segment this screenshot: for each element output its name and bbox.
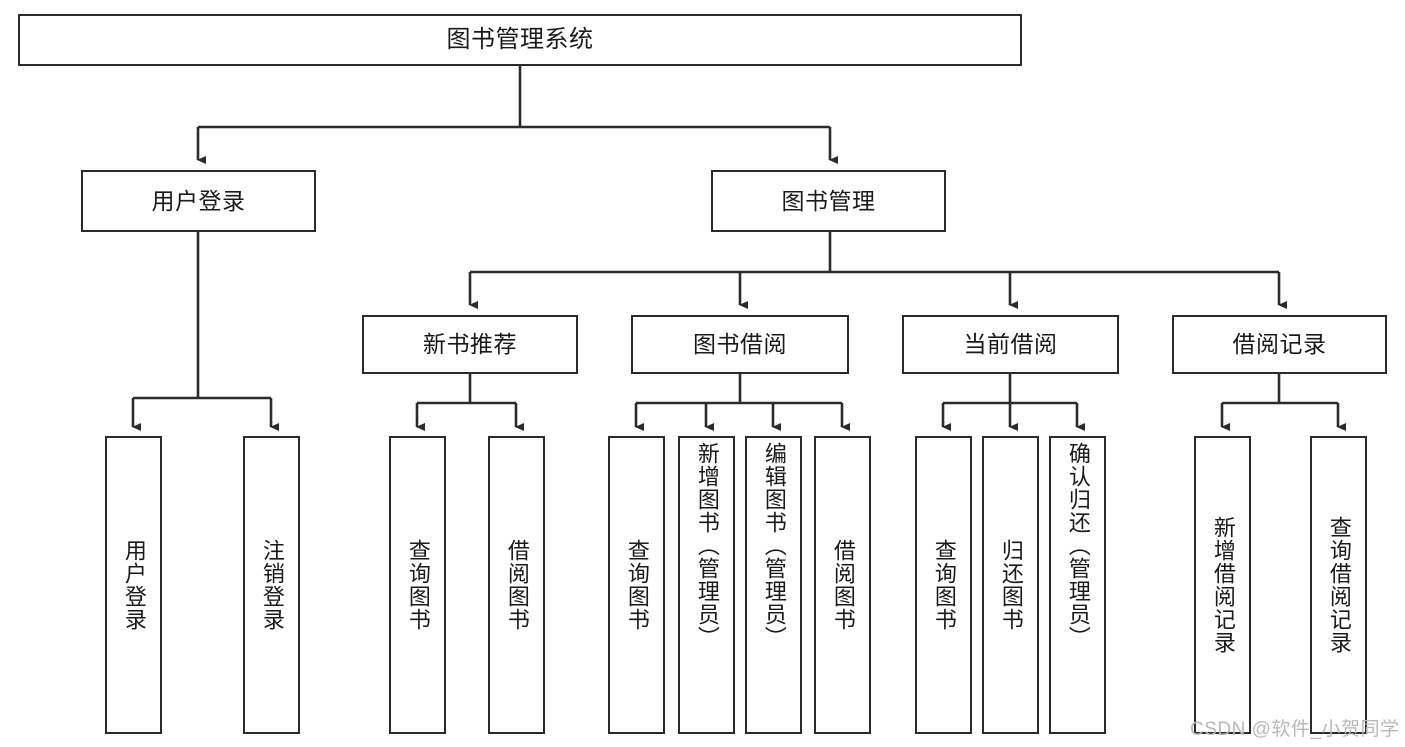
node-label: 借阅图书 [830,539,856,631]
node-label: 新增图书（管理员） [694,442,720,649]
node-book-borrow[interactable]: 图书借阅 [631,315,849,374]
node-label: 图书管理系统 [446,26,594,54]
node-new-book-recommend[interactable]: 新书推荐 [362,315,578,374]
node-label: 图书借阅 [693,331,787,358]
node-borrow-record[interactable]: 借阅记录 [1172,315,1387,374]
leaf-add-borrow-record[interactable]: 新增借阅记录 [1194,436,1251,734]
leaf-add-book-admin[interactable]: 新增图书（管理员） [678,436,735,734]
leaf-query-borrow-record[interactable]: 查询借阅记录 [1310,436,1367,734]
leaf-user-login[interactable]: 用户登录 [105,436,162,734]
node-label: 借阅图书 [504,539,530,631]
node-label: 当前借阅 [963,331,1058,358]
node-current-borrow[interactable]: 当前借阅 [902,315,1119,374]
node-label: 注销登录 [259,539,285,631]
node-label: 查询图书 [405,539,431,631]
node-label: 编辑图书（管理员） [761,442,787,649]
leaf-borrow-book[interactable]: 借阅图书 [814,436,871,734]
node-label: 借阅记录 [1232,331,1327,358]
node-label: 确认归还（管理员） [1065,442,1091,649]
node-label: 图书管理 [781,187,876,214]
node-label: 新书推荐 [423,331,517,358]
leaf-borrow-book-recommend[interactable]: 借阅图书 [488,436,545,734]
leaf-query-book-current[interactable]: 查询图书 [915,436,972,734]
node-label: 归还图书 [998,539,1024,631]
leaf-logout[interactable]: 注销登录 [243,436,300,734]
leaf-query-book-recommend[interactable]: 查询图书 [389,436,446,734]
node-label: 用户登录 [121,539,147,631]
node-label: 查询借阅记录 [1326,516,1352,654]
leaf-query-book-borrow[interactable]: 查询图书 [608,436,665,734]
node-label: 新增借阅记录 [1210,516,1236,654]
node-label: 用户登录 [151,187,246,214]
node-root-system[interactable]: 图书管理系统 [18,14,1022,66]
node-label: 查询图书 [624,539,650,631]
leaf-edit-book-admin[interactable]: 编辑图书（管理员） [745,436,802,734]
leaf-confirm-return-admin[interactable]: 确认归还（管理员） [1049,436,1106,734]
node-label: 查询图书 [931,539,957,631]
node-user-login[interactable]: 用户登录 [81,170,316,232]
leaf-return-book[interactable]: 归还图书 [982,436,1039,734]
node-book-management[interactable]: 图书管理 [711,170,946,232]
watermark-text: CSDN @软件_小贺同学 [1190,719,1400,740]
